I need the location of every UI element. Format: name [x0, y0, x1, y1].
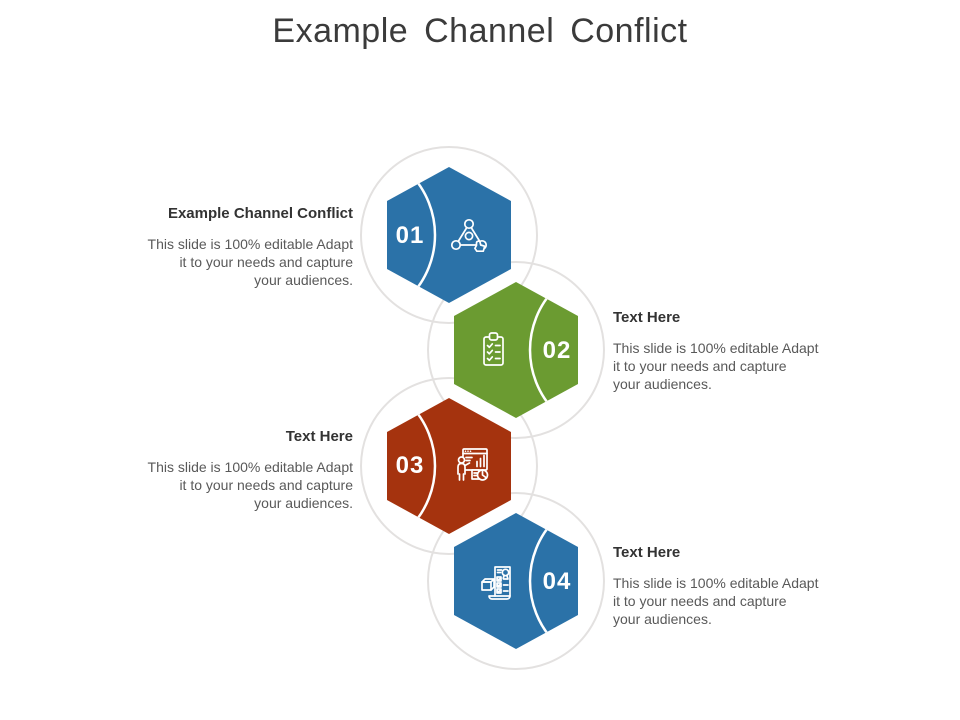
white-arc-group — [387, 167, 578, 649]
step3-body-line: your audiences. — [254, 495, 353, 511]
step2-body-line: This slide is 100% editable Adapt — [613, 340, 819, 356]
hexagon-step3 — [387, 398, 511, 534]
white-arc-step3 — [387, 398, 437, 534]
text-block-step4: Text Here This slide is 100% editable Ad… — [613, 544, 873, 628]
slide-title: Example Channel Conflict — [272, 12, 688, 50]
gray-ring-step4 — [427, 492, 605, 670]
hexagon-step1 — [387, 167, 511, 303]
gray-ring-step3 — [360, 377, 538, 555]
step2-body-line: it to your needs and capture — [613, 358, 787, 374]
step-number-2: 02 — [542, 337, 572, 364]
step1-heading: Example Channel Conflict — [167, 205, 353, 222]
step2-heading: Text Here — [613, 309, 681, 326]
checklist-clipboard-icon — [469, 326, 517, 374]
step4-body-line: your audiences. — [613, 611, 712, 627]
step2-body-line: your audiences. — [613, 376, 712, 392]
step4-heading: Text Here — [613, 544, 681, 561]
gray-ring-step1 — [360, 146, 538, 324]
white-arc-step1 — [387, 167, 437, 303]
gray-ring-step2 — [427, 261, 605, 439]
white-arc-step4 — [528, 513, 578, 649]
step3-body-line: This slide is 100% editable Adapt — [147, 459, 353, 475]
step1-body-line: your audiences. — [254, 272, 353, 288]
step4-body-line: This slide is 100% editable Adapt — [613, 575, 819, 591]
step1-body-line: This slide is 100% editable Adapt — [147, 236, 353, 252]
text-block-step3: Text Here This slide is 100% editable Ad… — [95, 428, 353, 512]
package-checklist-icon — [474, 558, 522, 606]
text-block-step1: Example Channel Conflict This slide is 1… — [95, 205, 353, 289]
text-block-step2: Text Here This slide is 100% editable Ad… — [613, 309, 873, 393]
hexagon-step2 — [454, 282, 578, 418]
step3-body-line: it to your needs and capture — [179, 477, 353, 493]
white-arc-step2 — [528, 282, 578, 418]
presentation-chart-icon — [446, 440, 494, 488]
step1-body-line: it to your needs and capture — [179, 254, 353, 270]
step-number-4: 04 — [542, 568, 572, 595]
step3-heading: Text Here — [285, 428, 353, 445]
hexagon-step4 — [454, 513, 578, 649]
gray-ring-decoration-group — [360, 146, 605, 670]
step-number-1: 01 — [395, 222, 425, 249]
network-share-icon — [445, 212, 493, 260]
step4-body-line: it to your needs and capture — [613, 593, 787, 609]
step-number-3: 03 — [395, 452, 425, 479]
